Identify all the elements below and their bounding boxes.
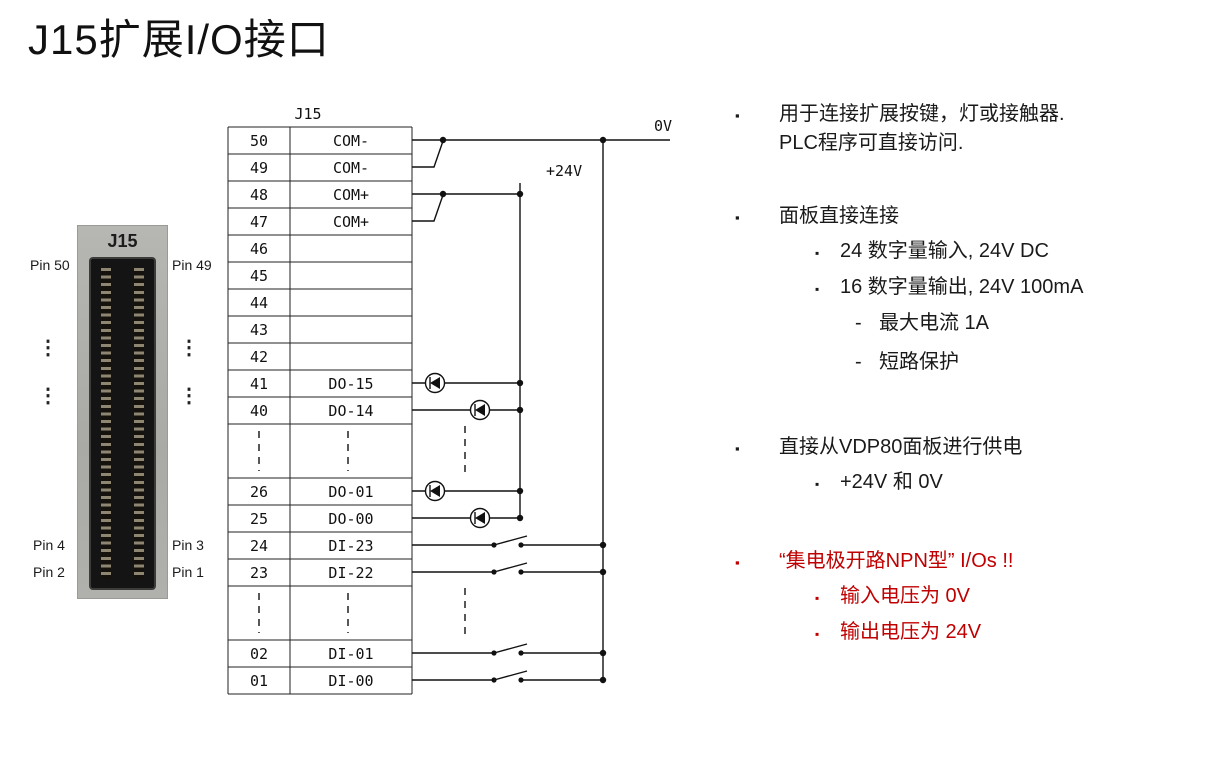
pin-cell: 26 bbox=[250, 483, 268, 501]
note-subitem: ▪ 输出电压为 24V bbox=[815, 618, 1210, 647]
pin-cell: 44 bbox=[250, 294, 268, 312]
square-bullet-icon: ▪ bbox=[735, 441, 740, 456]
notes-panel: ▪ 用于连接扩展按键，灯或接触器. PLC程序可直接访问. ▪ 面板直接连接 ▪… bbox=[735, 100, 1210, 654]
note-line: 输出电压为 24V bbox=[840, 621, 982, 643]
pin-label-50: Pin 50 bbox=[30, 257, 70, 273]
pin-cell: 23 bbox=[250, 564, 268, 582]
signal-cell: DO-14 bbox=[328, 402, 373, 420]
dash-bullet-icon: - bbox=[855, 312, 862, 334]
signal-cell: DI-23 bbox=[328, 537, 373, 555]
signal-cell: DI-00 bbox=[328, 672, 373, 690]
square-bullet-icon: ▪ bbox=[815, 246, 820, 260]
signal-cell: DO-15 bbox=[328, 375, 373, 393]
note-item-warning: ▪ “集电极开路NPN型” I/Os !! bbox=[735, 547, 1210, 576]
square-bullet-icon: ▪ bbox=[815, 591, 820, 605]
connector-body bbox=[91, 259, 154, 588]
connector-label: J15 bbox=[107, 231, 138, 251]
square-bullet-icon: ▪ bbox=[815, 477, 820, 491]
pin-cell: 41 bbox=[250, 375, 268, 393]
pin-cell: 43 bbox=[250, 321, 268, 339]
note-item: ▪ 用于连接扩展按键，灯或接触器. PLC程序可直接访问. bbox=[735, 100, 1210, 158]
note-item: ▪ 面板直接连接 bbox=[735, 202, 1210, 231]
note-subitem: ▪ 24 数字量输入, 24V DC bbox=[815, 237, 1210, 266]
diagram-header: J15 bbox=[294, 105, 321, 123]
pin-ellipsis-icon: ⋮ bbox=[38, 337, 58, 359]
note-line: 面板直接连接 bbox=[779, 205, 899, 227]
pin-cell: 49 bbox=[250, 159, 268, 177]
pin-label-49: Pin 49 bbox=[172, 257, 212, 273]
net-label-24v: +24V bbox=[546, 162, 582, 180]
pin-label-1: Pin 1 bbox=[172, 564, 204, 580]
pin-label-2: Pin 2 bbox=[33, 564, 65, 580]
pin-cell: 24 bbox=[250, 537, 268, 555]
note-subsubitem: - 短路保护 bbox=[855, 348, 1210, 377]
signal-cell: COM- bbox=[333, 132, 369, 150]
note-line: 用于连接扩展按键，灯或接触器. bbox=[779, 103, 1065, 125]
pin-cell: 47 bbox=[250, 213, 268, 231]
note-line: 直接从VDP80面板进行供电 bbox=[779, 436, 1023, 458]
pin-strip-left bbox=[101, 268, 111, 579]
note-line: +24V 和 0V bbox=[840, 471, 943, 493]
led-diode-icon bbox=[424, 372, 491, 529]
note-line: 最大电流 1A bbox=[879, 312, 990, 334]
pinout-rows: 50 COM- 49 COM- 48 COM+ 47 COM+ 46 45 44… bbox=[250, 132, 374, 690]
signal-cell: COM+ bbox=[333, 186, 369, 204]
dash-bullet-icon: - bbox=[855, 351, 862, 373]
note-subsubitem: - 最大电流 1A bbox=[855, 309, 1210, 338]
junction-dots bbox=[439, 136, 607, 684]
signal-cell: DI-01 bbox=[328, 645, 373, 663]
square-bullet-icon: ▪ bbox=[815, 627, 820, 641]
pinout-schematic: J15 0V +24V 50 C bbox=[227, 105, 672, 695]
square-bullet-icon: ▪ bbox=[735, 210, 740, 225]
pin-cell: 48 bbox=[250, 186, 268, 204]
continuation-dashes bbox=[258, 426, 466, 638]
pin-cell: 40 bbox=[250, 402, 268, 420]
square-bullet-icon: ▪ bbox=[815, 282, 820, 296]
pin-cell: 45 bbox=[250, 267, 268, 285]
signal-cell: COM- bbox=[333, 159, 369, 177]
signal-cell: DO-00 bbox=[328, 510, 373, 528]
note-line: “集电极开路NPN型” I/Os !! bbox=[779, 550, 1014, 572]
square-bullet-icon: ▪ bbox=[735, 555, 740, 570]
note-line: 24 数字量输入, 24V DC bbox=[840, 240, 1049, 262]
signal-cell: DI-22 bbox=[328, 564, 373, 582]
wiring bbox=[412, 139, 670, 681]
page-title: J15扩展I/O接口 bbox=[28, 16, 330, 63]
pin-cell: 50 bbox=[250, 132, 268, 150]
signal-cell: COM+ bbox=[333, 213, 369, 231]
note-line: 短路保护 bbox=[879, 351, 959, 373]
note-subitem: ▪ 16 数字量输出, 24V 100mA bbox=[815, 273, 1210, 302]
pin-cell: 46 bbox=[250, 240, 268, 258]
pin-ellipsis-icon: ⋮ bbox=[179, 385, 199, 407]
note-line: 输入电压为 0V bbox=[840, 585, 971, 607]
pin-cell: 02 bbox=[250, 645, 268, 663]
pin-label-4: Pin 4 bbox=[33, 537, 65, 553]
pin-label-3: Pin 3 bbox=[172, 537, 204, 553]
pin-ellipsis-icon: ⋮ bbox=[38, 385, 58, 407]
pin-cell: 25 bbox=[250, 510, 268, 528]
signal-cell: DO-01 bbox=[328, 483, 373, 501]
square-bullet-icon: ▪ bbox=[735, 108, 740, 123]
pin-ellipsis-icon: ⋮ bbox=[179, 337, 199, 359]
note-subitem: ▪ 输入电压为 0V bbox=[815, 582, 1210, 611]
note-subitem: ▪ +24V 和 0V bbox=[815, 468, 1210, 497]
note-line: PLC程序可直接访问. bbox=[779, 132, 964, 154]
pin-cell: 42 bbox=[250, 348, 268, 366]
net-label-0v: 0V bbox=[654, 117, 672, 135]
pin-strip-right bbox=[134, 268, 144, 579]
note-line: 16 数字量输出, 24V 100mA bbox=[840, 276, 1084, 298]
pin-cell: 01 bbox=[250, 672, 268, 690]
note-item: ▪ 直接从VDP80面板进行供电 bbox=[735, 433, 1210, 462]
connector-photo: J15 bbox=[78, 226, 167, 598]
